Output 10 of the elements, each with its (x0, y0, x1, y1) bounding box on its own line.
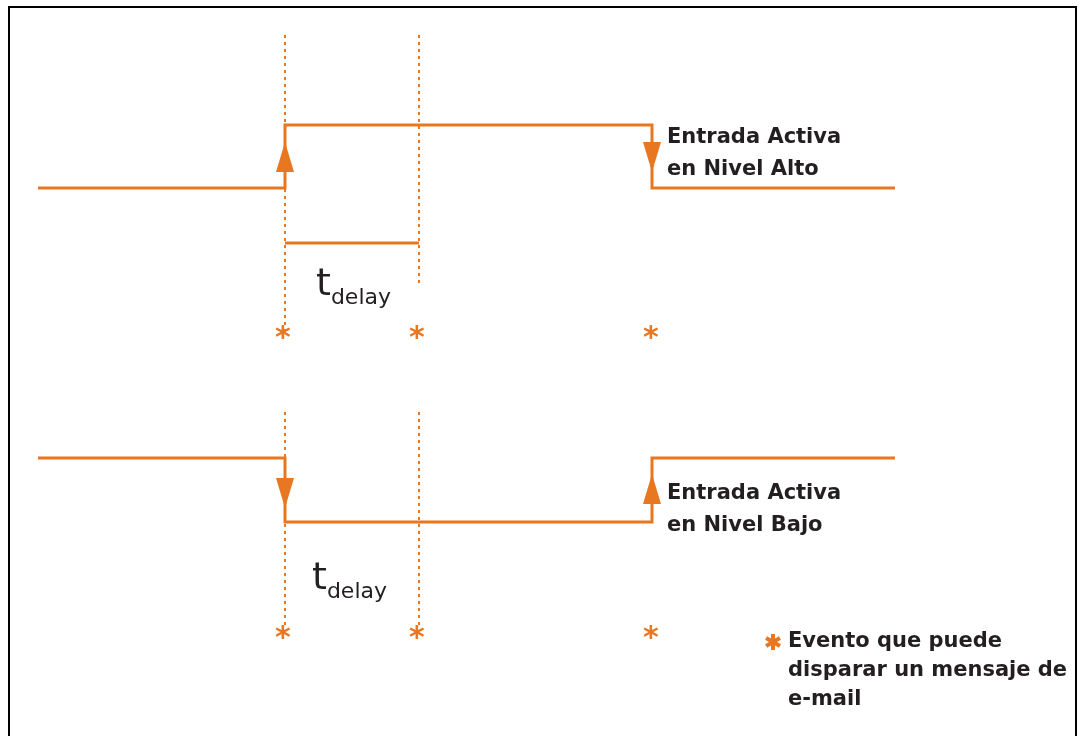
delay-label: t$_{delay}$ (316, 262, 392, 311)
event-marker: * (643, 322, 659, 352)
event-marker: * (275, 622, 291, 652)
event-marker: * (643, 622, 659, 652)
signal-label: Entrada Activa en Nivel Alto (667, 123, 843, 182)
event-marker: * (409, 322, 425, 352)
legend-text: Evento que puede disparar un mensaje de e-mail (788, 627, 1068, 712)
signal-label: Entrada Activa en Nivel Bajo (667, 479, 843, 538)
delay-label: t$_{delay}$ (312, 556, 388, 605)
event-marker: * (409, 622, 425, 652)
